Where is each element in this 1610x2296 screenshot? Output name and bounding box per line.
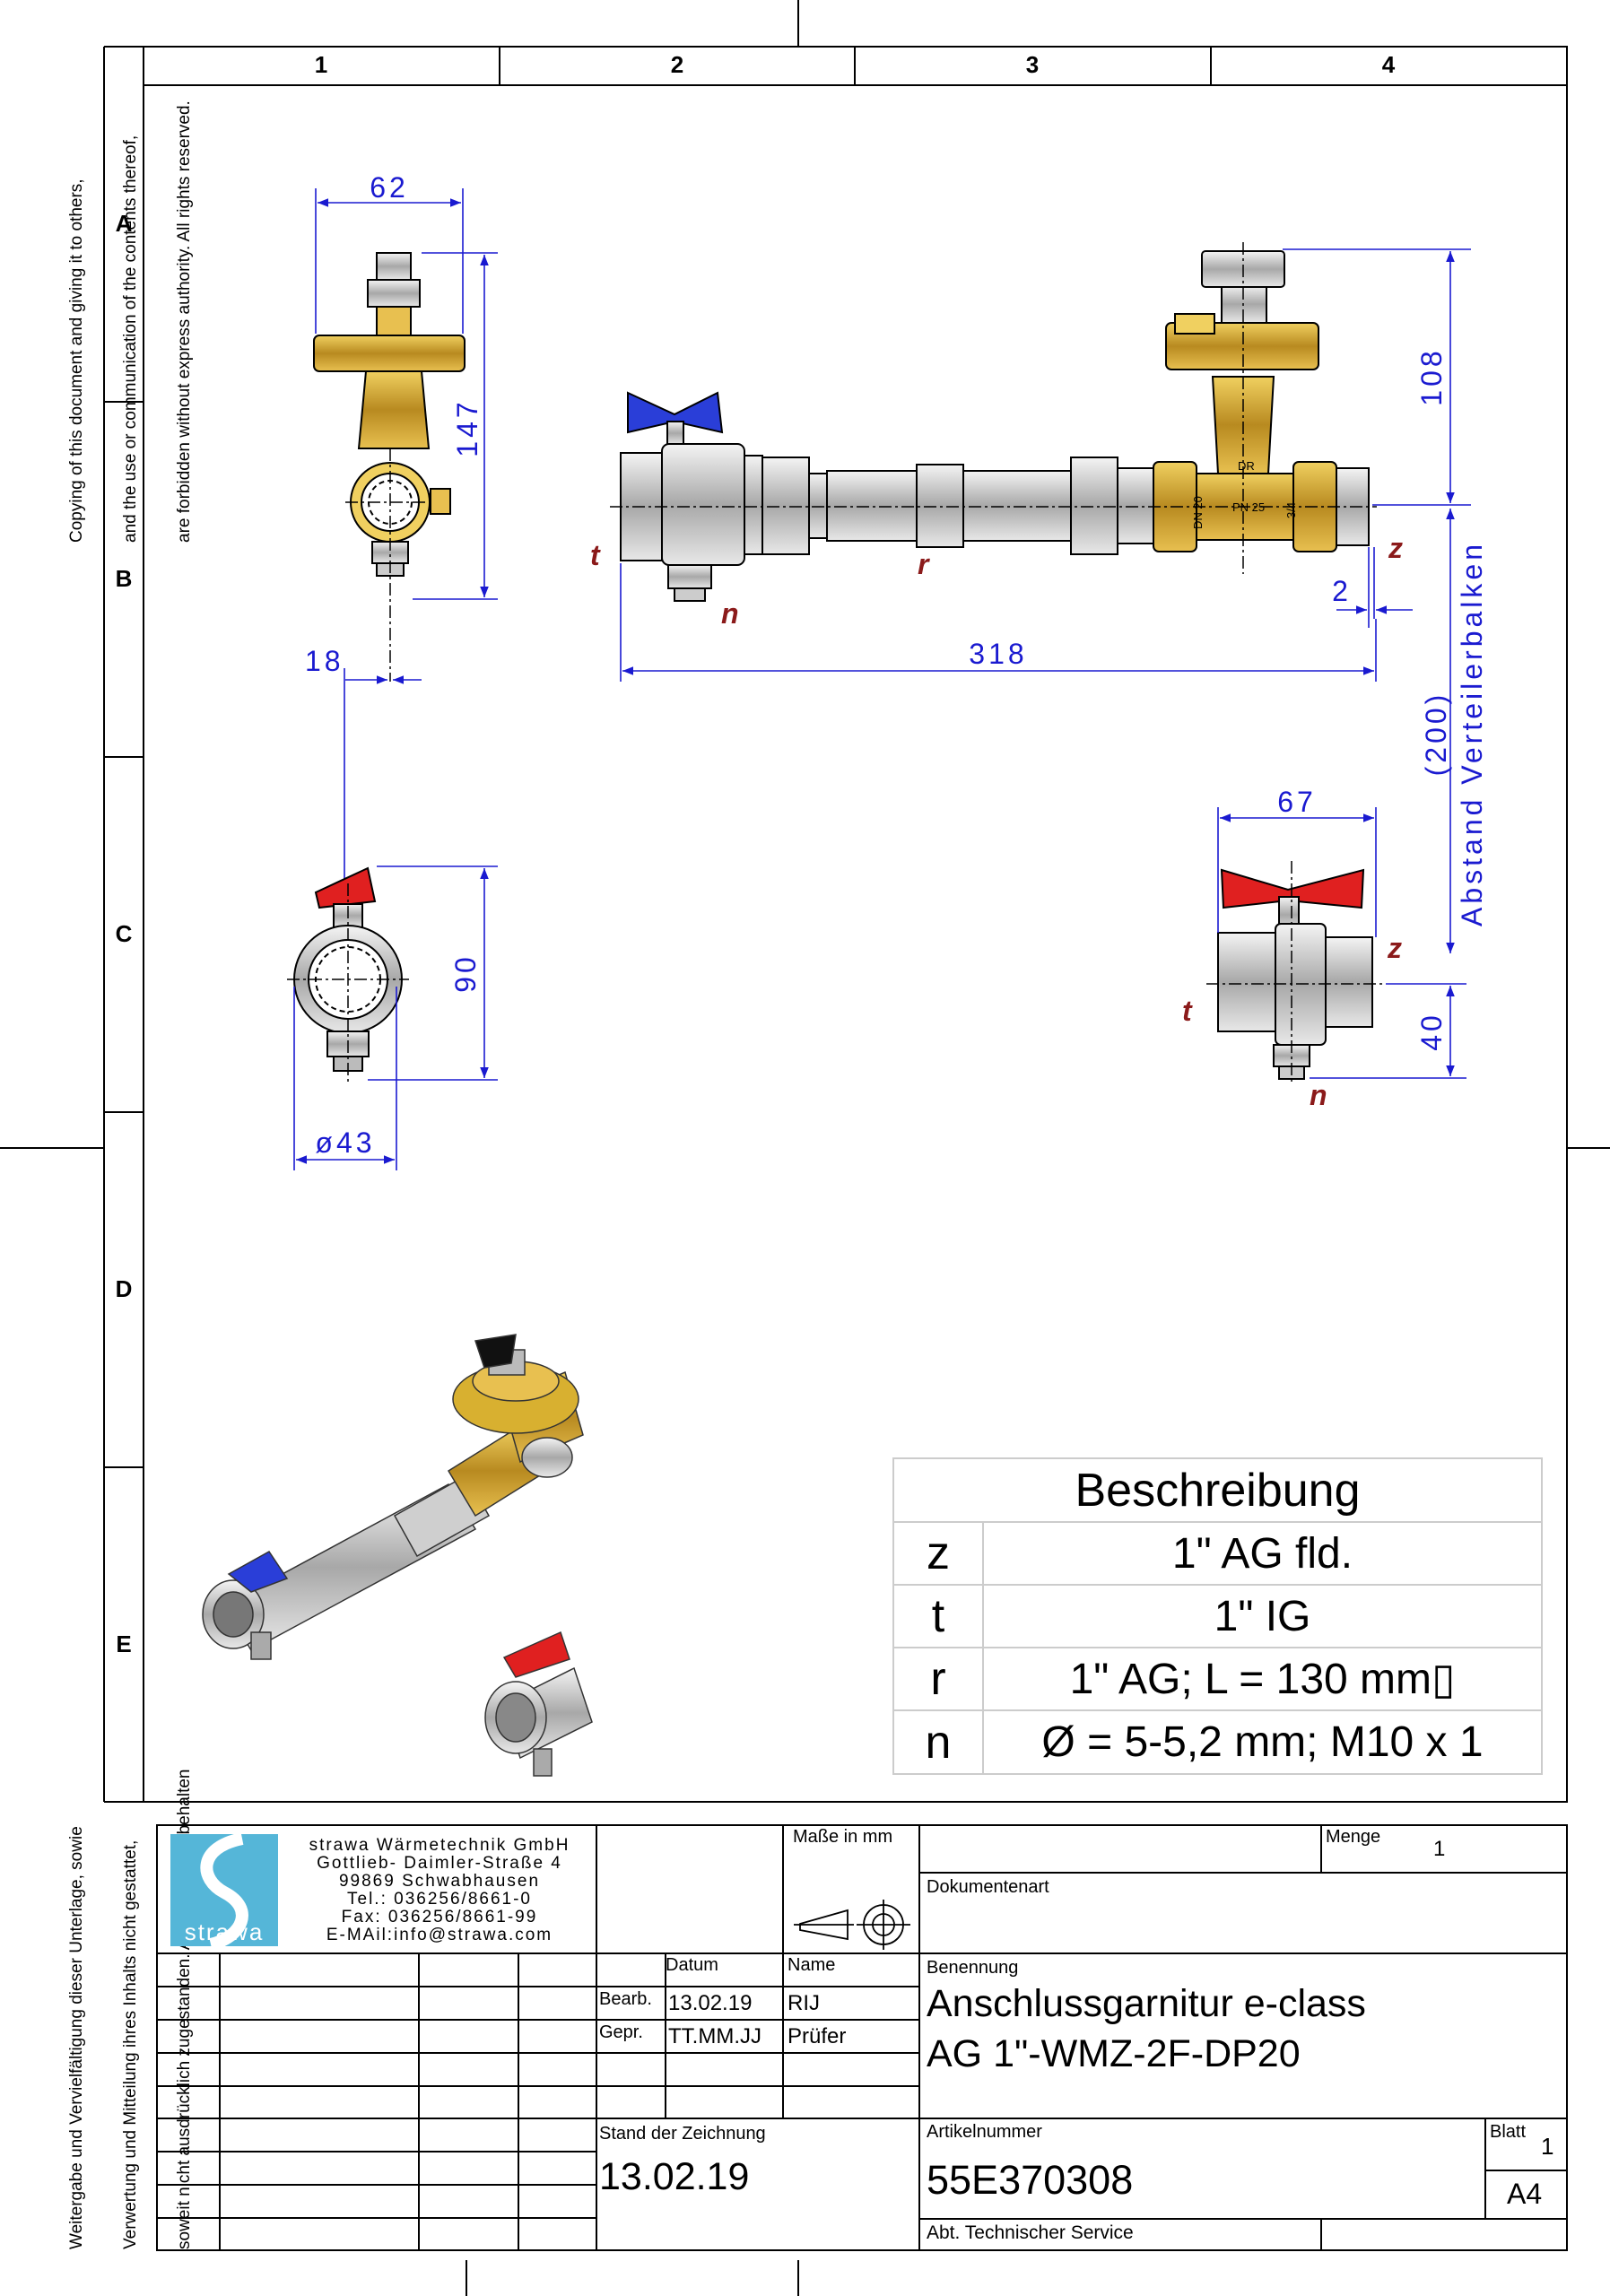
label-z-front: z [1388, 532, 1403, 564]
dimension-318 [620, 563, 1377, 682]
gepr-date: TT.MM.JJ [668, 2024, 761, 2048]
grid-row-b: B [116, 565, 133, 592]
grid-col-2: 2 [671, 51, 683, 78]
description-row-z: z 1" AG fld. [893, 1522, 1542, 1585]
artikel-value: 55E370308 [927, 2157, 1134, 2203]
abteilung-label: Abt. Technischer Service [927, 2222, 1134, 2243]
label-z-valve: z [1387, 932, 1402, 964]
benennung-label: Benennung [927, 1958, 1019, 1978]
label-n-valve: n [1310, 1079, 1327, 1111]
dimension-200-label: (200) [1420, 691, 1452, 777]
part-mark-dr: DR [1238, 459, 1255, 473]
dimension-18-label: 18 [305, 645, 344, 677]
side-view-ball-valve [287, 866, 409, 1085]
dimension-90-label: 90 [449, 953, 482, 993]
part-mark-dn: DN 20 [1191, 496, 1205, 529]
bearb-name: RIJ [788, 1991, 820, 2015]
isometric-ball-valve [484, 1631, 593, 1777]
label-t-valve: t [1182, 995, 1193, 1027]
row-key: z [927, 1527, 950, 1579]
gepr-name: Prüfer [788, 2024, 847, 2048]
grid-row-a: A [116, 210, 133, 237]
grid-row-e: E [116, 1631, 131, 1657]
masse-label: Maße in mm [793, 1827, 893, 1847]
grid-col-4: 4 [1382, 51, 1396, 78]
strawa-logo: strawa [170, 1832, 278, 1951]
dimension-2 [1336, 547, 1413, 628]
document-title-line1: Anschlussgarnitur e-class [927, 1982, 1366, 2025]
description-row-r: r 1" AG; L = 130 mm▯ [893, 1648, 1542, 1710]
grid-row-c: C [116, 920, 133, 947]
dokumentenart-label: Dokumentenart [927, 1877, 1049, 1897]
dimension-67-label: 67 [1277, 786, 1317, 818]
stand-value: 13.02.19 [599, 2155, 750, 2198]
description-row-n: n Ø = 5-5,2 mm; M10 x 1 [893, 1710, 1542, 1774]
row-value: 1" AG; L = 130 mm▯ [1069, 1656, 1456, 1703]
row-value: 1" AG fld. [1171, 1529, 1353, 1578]
dimension-108-label: 108 [1415, 347, 1448, 405]
name-label: Name [788, 1955, 836, 1975]
logo-text: strawa [185, 1918, 265, 1945]
company-address: strawa Wärmetechnik GmbH Gottlieb- Daiml… [309, 1836, 570, 1944]
blatt-label: Blatt [1490, 2122, 1527, 2142]
row-key: n [925, 1716, 952, 1769]
part-mark-size: 3/4 [1284, 502, 1298, 518]
stand-label: Stand der Zeichnung [599, 2124, 766, 2144]
document-title-line2: AG 1"-WMZ-2F-DP20 [927, 2032, 1301, 2075]
grid-row-d: D [116, 1275, 133, 1302]
projection-symbol-icon [794, 1900, 910, 1950]
format-value: A4 [1507, 2178, 1543, 2210]
dimension-43-label: ø43 [315, 1126, 375, 1159]
description-table-grid [892, 1457, 1543, 1775]
menge-value: 1 [1433, 1837, 1446, 1861]
front-view-assembly [610, 242, 1377, 602]
dimension-147 [413, 252, 498, 600]
grid-col-1: 1 [315, 51, 327, 78]
isometric-assembly [202, 1334, 584, 1660]
menge-label: Menge [1326, 1827, 1381, 1847]
description-title: Beschreibung [1075, 1464, 1361, 1517]
front-view-ball-valve [1206, 861, 1386, 1085]
dimension-2-label: 2 [1332, 575, 1348, 607]
label-r-front: r [918, 548, 930, 580]
dimension-108 [1283, 248, 1471, 506]
side-view-regulator [313, 252, 466, 682]
dimension-40 [1310, 983, 1466, 1079]
gepr-label: Gepr. [599, 2022, 643, 2042]
dimension-43 [293, 987, 397, 1170]
dimension-62 [315, 188, 464, 334]
part-mark-pn: PN 25 [1232, 500, 1265, 514]
title-block-grid [156, 1824, 1568, 2251]
row-value: 1" IG [1214, 1592, 1311, 1640]
dimension-147-label: 147 [451, 398, 483, 457]
artikel-label: Artikelnummer [927, 2122, 1042, 2142]
dimension-18 [344, 668, 422, 888]
dimension-318-label: 318 [969, 638, 1027, 670]
datum-label: Datum [666, 1955, 718, 1975]
blatt-value: 1 [1541, 2133, 1554, 2160]
dimension-62-label: 62 [370, 171, 409, 204]
abstand-label: Abstand Verteilerbalken [1456, 541, 1488, 926]
grid-col-3: 3 [1026, 51, 1039, 78]
label-n-front: n [721, 597, 739, 630]
row-value: Ø = 5-5,2 mm; M10 x 1 [1041, 1718, 1484, 1766]
bearb-date: 13.02.19 [668, 1991, 753, 2015]
dimension-67 [1217, 807, 1377, 937]
dimension-90 [368, 865, 498, 1081]
row-key: r [930, 1653, 946, 1705]
dimension-40-label: 40 [1415, 1012, 1448, 1051]
bearb-label: Bearb. [599, 1989, 652, 2009]
label-t-front: t [590, 539, 601, 571]
row-key: t [931, 1590, 945, 1642]
description-row-t: t 1" IG [893, 1585, 1542, 1648]
